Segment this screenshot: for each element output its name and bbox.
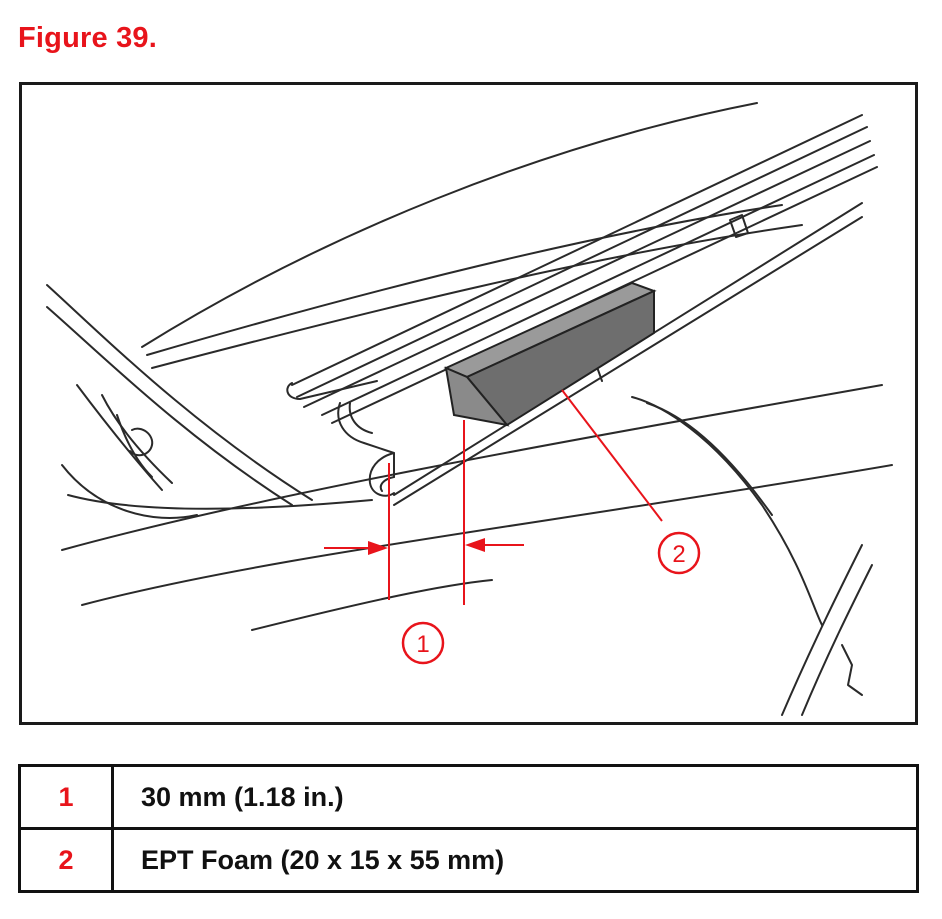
dimension-arrows — [368, 538, 485, 555]
callout-1-label: 1 — [416, 631, 429, 658]
callout-2: 2 — [657, 531, 701, 575]
figure-title: Figure 39. — [18, 22, 157, 54]
legend-row-number: 2 — [18, 827, 114, 893]
legend-table: 1 30 mm (1.18 in.) 2 EPT Foam (20 x 15 x… — [18, 764, 919, 893]
legend-row: 1 30 mm (1.18 in.) — [18, 764, 919, 830]
legend-row-text: EPT Foam (20 x 15 x 55 mm) — [111, 827, 919, 893]
illustration-drawing: 1 2 — [46, 102, 893, 716]
legend-row-number: 1 — [18, 764, 114, 830]
callout-2-label: 2 — [672, 541, 685, 568]
callout-1: 1 — [401, 621, 445, 665]
technical-illustration: 1 2 — [19, 82, 918, 725]
foam-block — [443, 281, 657, 427]
legend-row: 2 EPT Foam (20 x 15 x 55 mm) — [18, 827, 919, 893]
legend-row-text: 30 mm (1.18 in.) — [111, 764, 919, 830]
